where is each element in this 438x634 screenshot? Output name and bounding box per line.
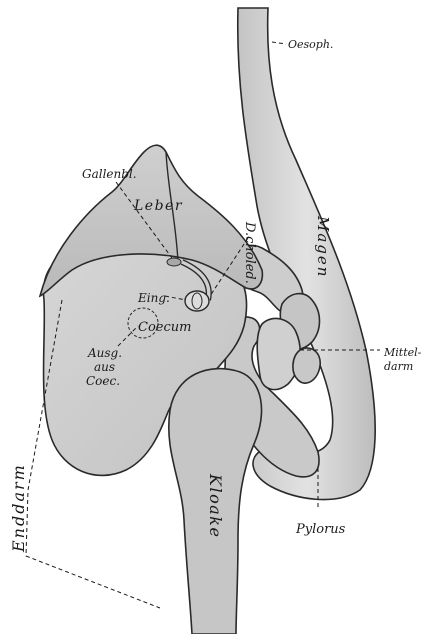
label-mitteldarm-1: Mittel- (383, 346, 422, 359)
label-eingang: Eing. (137, 291, 170, 305)
label-mitteldarm-2: darm (384, 360, 413, 373)
gallbladder-shape (167, 258, 181, 266)
label-pylorus: Pylorus (295, 522, 346, 537)
eingang-ring (185, 291, 209, 311)
label-coecum: Coecum (138, 320, 191, 335)
label-ductus-choledochus: D.choled. (242, 221, 257, 284)
label-kloake: Kloake (206, 473, 225, 538)
label-magen: Magen (314, 215, 332, 278)
label-leber: Leber (133, 198, 183, 214)
label-ausgang-1: Ausg. (87, 346, 122, 360)
label-gallenblase: Gallenbl. (82, 167, 137, 181)
label-enddarm: Enddarm (9, 463, 28, 553)
label-ausgang-2: aus (94, 360, 115, 374)
label-oesophagus: Oesoph. (288, 38, 333, 51)
label-ausgang-3: Coec. (86, 374, 120, 388)
